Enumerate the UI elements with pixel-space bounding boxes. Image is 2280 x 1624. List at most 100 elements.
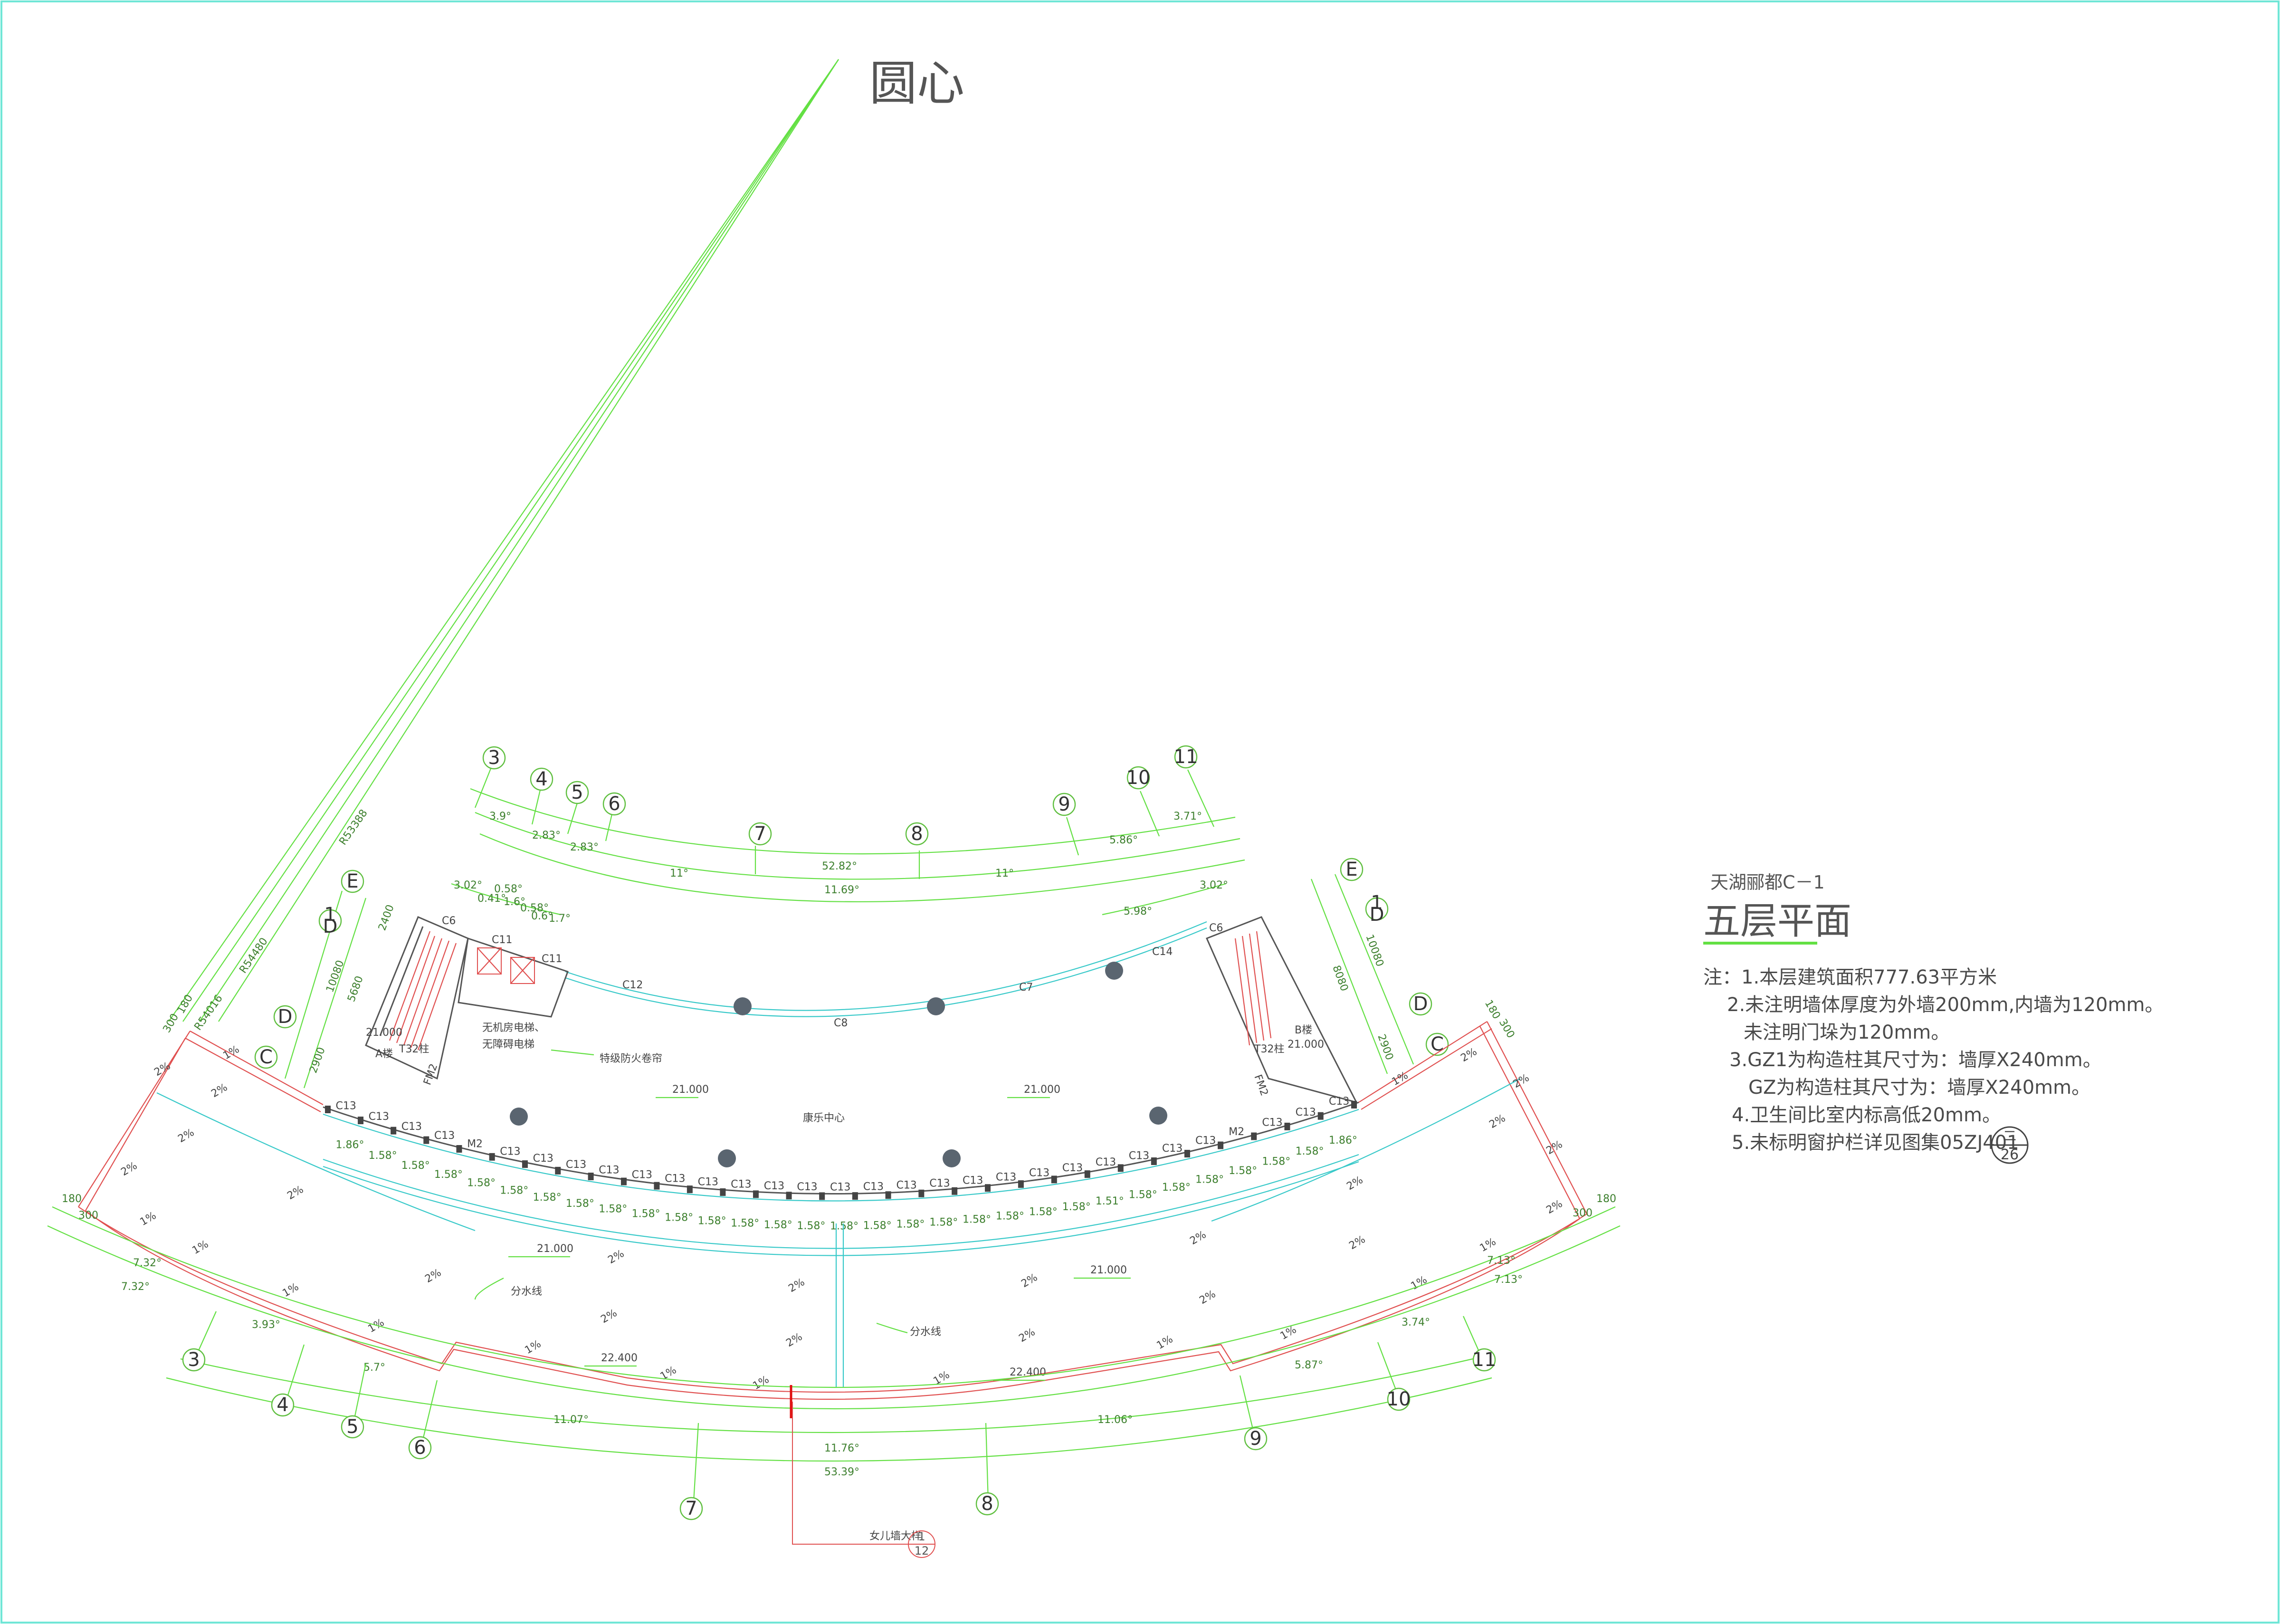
window-label-c13: C13 xyxy=(665,1173,685,1185)
window-label-c13: C13 xyxy=(797,1181,817,1193)
window-label-c13: C13 xyxy=(1329,1096,1349,1108)
window-label-c13: C13 xyxy=(698,1176,718,1188)
elev-hall-left: 21.000 xyxy=(672,1084,709,1096)
window-spacing-dim: 1.58° xyxy=(401,1160,430,1172)
dim-bot-1a: 7.32° xyxy=(133,1257,162,1269)
window-label-c13: M2 xyxy=(467,1138,483,1150)
window-spacing-dim: 1.58° xyxy=(665,1212,693,1224)
elev-roof-right: 21.000 xyxy=(1090,1264,1127,1276)
window-spacing-dim: 1.58° xyxy=(1262,1156,1290,1167)
elev-stair-b: 21.000 xyxy=(1288,1039,1324,1051)
radius-label-3: R54016 xyxy=(192,993,225,1032)
slope-marker: 2% xyxy=(599,1307,620,1326)
dim-small-4: 1.6° xyxy=(504,896,525,908)
window-label-c13: C13 xyxy=(1029,1167,1049,1179)
window-label-c13: C13 xyxy=(401,1121,422,1133)
plan-name: 五层平面 xyxy=(1703,900,1851,943)
slope-marker: 1% xyxy=(366,1317,387,1335)
center-label: 圆心 xyxy=(869,56,964,111)
north-facade: C12 C8 C7 C14 xyxy=(565,921,1207,1029)
axis-top-7: 7 xyxy=(754,823,766,845)
left-axis-bubbles: E 1 D D C xyxy=(254,869,364,1069)
window-label-c13: C13 xyxy=(1195,1135,1216,1147)
elev-hall-right: 21.000 xyxy=(1024,1084,1060,1096)
dim-bot-1b: 7.32° xyxy=(121,1281,150,1293)
slope-marker: 2% xyxy=(1020,1271,1040,1290)
dim-bot-total: 53.39° xyxy=(824,1466,859,1478)
axis-right-C: C xyxy=(1431,1033,1444,1055)
slope-marker: 2% xyxy=(787,1276,807,1295)
slope-marker: 2% xyxy=(1545,1138,1565,1157)
right-stair-core: C6 B楼 21.000 T32柱 FM2 xyxy=(1205,916,1358,1104)
window-c7: C7 xyxy=(1019,982,1033,994)
right-axis-bubbles: E 1 D D C xyxy=(1340,858,1449,1056)
dim-small-180-r: 180 xyxy=(1596,1193,1616,1205)
slope-marker: 2% xyxy=(606,1248,627,1266)
window-spacing-dim: 1.58° xyxy=(566,1198,594,1210)
axis-top-8: 8 xyxy=(911,823,923,845)
note-line-2: 2.未注明墙体厚度为外墙200mm,内墙为120mm。 xyxy=(1727,994,2164,1016)
window-label-c13: C13 xyxy=(566,1159,586,1171)
dim-top-inner-2: 11.69° xyxy=(824,884,859,896)
slope-marker: 2% xyxy=(119,1160,140,1178)
dim-top-total: 52.82° xyxy=(822,860,857,872)
elev-stair-a: 21.000 xyxy=(366,1027,402,1039)
dim-bot-3: 5.7° xyxy=(363,1362,385,1374)
window-spacing-dim: 1.58° xyxy=(830,1221,859,1232)
facade-post xyxy=(555,1166,561,1175)
window-label-c13: C13 xyxy=(336,1100,356,1112)
slope-marker: 2% xyxy=(423,1267,444,1285)
slope-marker: 1% xyxy=(1478,1236,1498,1254)
ridge-right: 分水线 xyxy=(910,1326,941,1338)
dim-bot-inner-total: 11.76° xyxy=(824,1442,859,1454)
left-dim-10080: 10080 xyxy=(324,959,346,994)
axis-right-1: 1 xyxy=(1371,892,1383,914)
note-line-4: 3.GZ1为构造柱其尺寸为：墙厚X240mm。 xyxy=(1729,1049,2102,1071)
facade-post xyxy=(456,1145,462,1153)
window-spacing-dim: 1.58° xyxy=(1029,1206,1058,1218)
window-label-c13: C13 xyxy=(1262,1117,1282,1128)
stair-b-label: B楼 xyxy=(1295,1024,1312,1036)
slope-marker: 2% xyxy=(176,1127,197,1145)
window-spacing-dim: 1.58° xyxy=(533,1192,562,1204)
axis-bot-7: 7 xyxy=(685,1498,697,1519)
slope-marker: 2% xyxy=(1545,1198,1565,1216)
slope-marker: 2% xyxy=(1345,1174,1365,1193)
note-line-1: 注：1.本层建筑面积777.63平方米 xyxy=(1703,966,1997,988)
window-spacing-dim: 1.58° xyxy=(369,1150,397,1162)
window-spacing-dim: 1.58° xyxy=(1229,1165,1257,1177)
axis-bot-6: 6 xyxy=(414,1437,426,1459)
bottom-axis-bubbles: 3 4 5 6 7 8 9 10 11 xyxy=(182,1311,1496,1520)
slope-marker: 2% xyxy=(286,1184,306,1202)
title-block: 天湖郦都C－1 五层平面 xyxy=(1703,872,1851,945)
axis-bot-3: 3 xyxy=(188,1349,200,1371)
note-line-6: 4.卫生间比室内标高低20mm。 xyxy=(1732,1104,2001,1126)
parapet-ref-bottom: 12 xyxy=(915,1544,929,1557)
window-c6-left: C6 xyxy=(442,915,456,927)
axis-bot-9: 9 xyxy=(1250,1428,1261,1450)
window-label-c13: C13 xyxy=(731,1178,751,1190)
note-line-3: 未注明门垛为120mm。 xyxy=(1744,1022,1950,1043)
window-spacing-dim: 1.58° xyxy=(632,1208,660,1220)
facade-post xyxy=(918,1189,925,1197)
axis-right-D: D xyxy=(1413,993,1428,1015)
window-c14: C14 xyxy=(1152,946,1173,958)
window-label-c13: C13 xyxy=(996,1171,1016,1183)
window-spacing-dim: 1.58° xyxy=(467,1177,496,1189)
window-label-c13: C13 xyxy=(500,1146,520,1158)
dim-bot-2: 3.93° xyxy=(252,1319,280,1331)
facade-post xyxy=(1317,1112,1324,1120)
axis-right-1-sub: D xyxy=(1370,904,1384,926)
window-c12: C12 xyxy=(622,979,643,991)
right-dim-2900: 2900 xyxy=(1375,1033,1395,1062)
left-dim-2900: 2900 xyxy=(307,1046,328,1075)
axis-left-E: E xyxy=(346,870,358,892)
facade-post xyxy=(522,1160,528,1168)
window-spacing-dim: 1.58° xyxy=(963,1214,991,1226)
parapet-callout: 女儿墙大样 1 12 xyxy=(790,1385,935,1558)
dim-top-2: 2.83° xyxy=(532,830,561,841)
parapet-note: 女儿墙大样 xyxy=(869,1530,922,1542)
note-line-5: GZ为构造柱其尺寸为：墙厚X240mm。 xyxy=(1748,1077,2090,1099)
window-label-c13: C13 xyxy=(1129,1150,1149,1162)
